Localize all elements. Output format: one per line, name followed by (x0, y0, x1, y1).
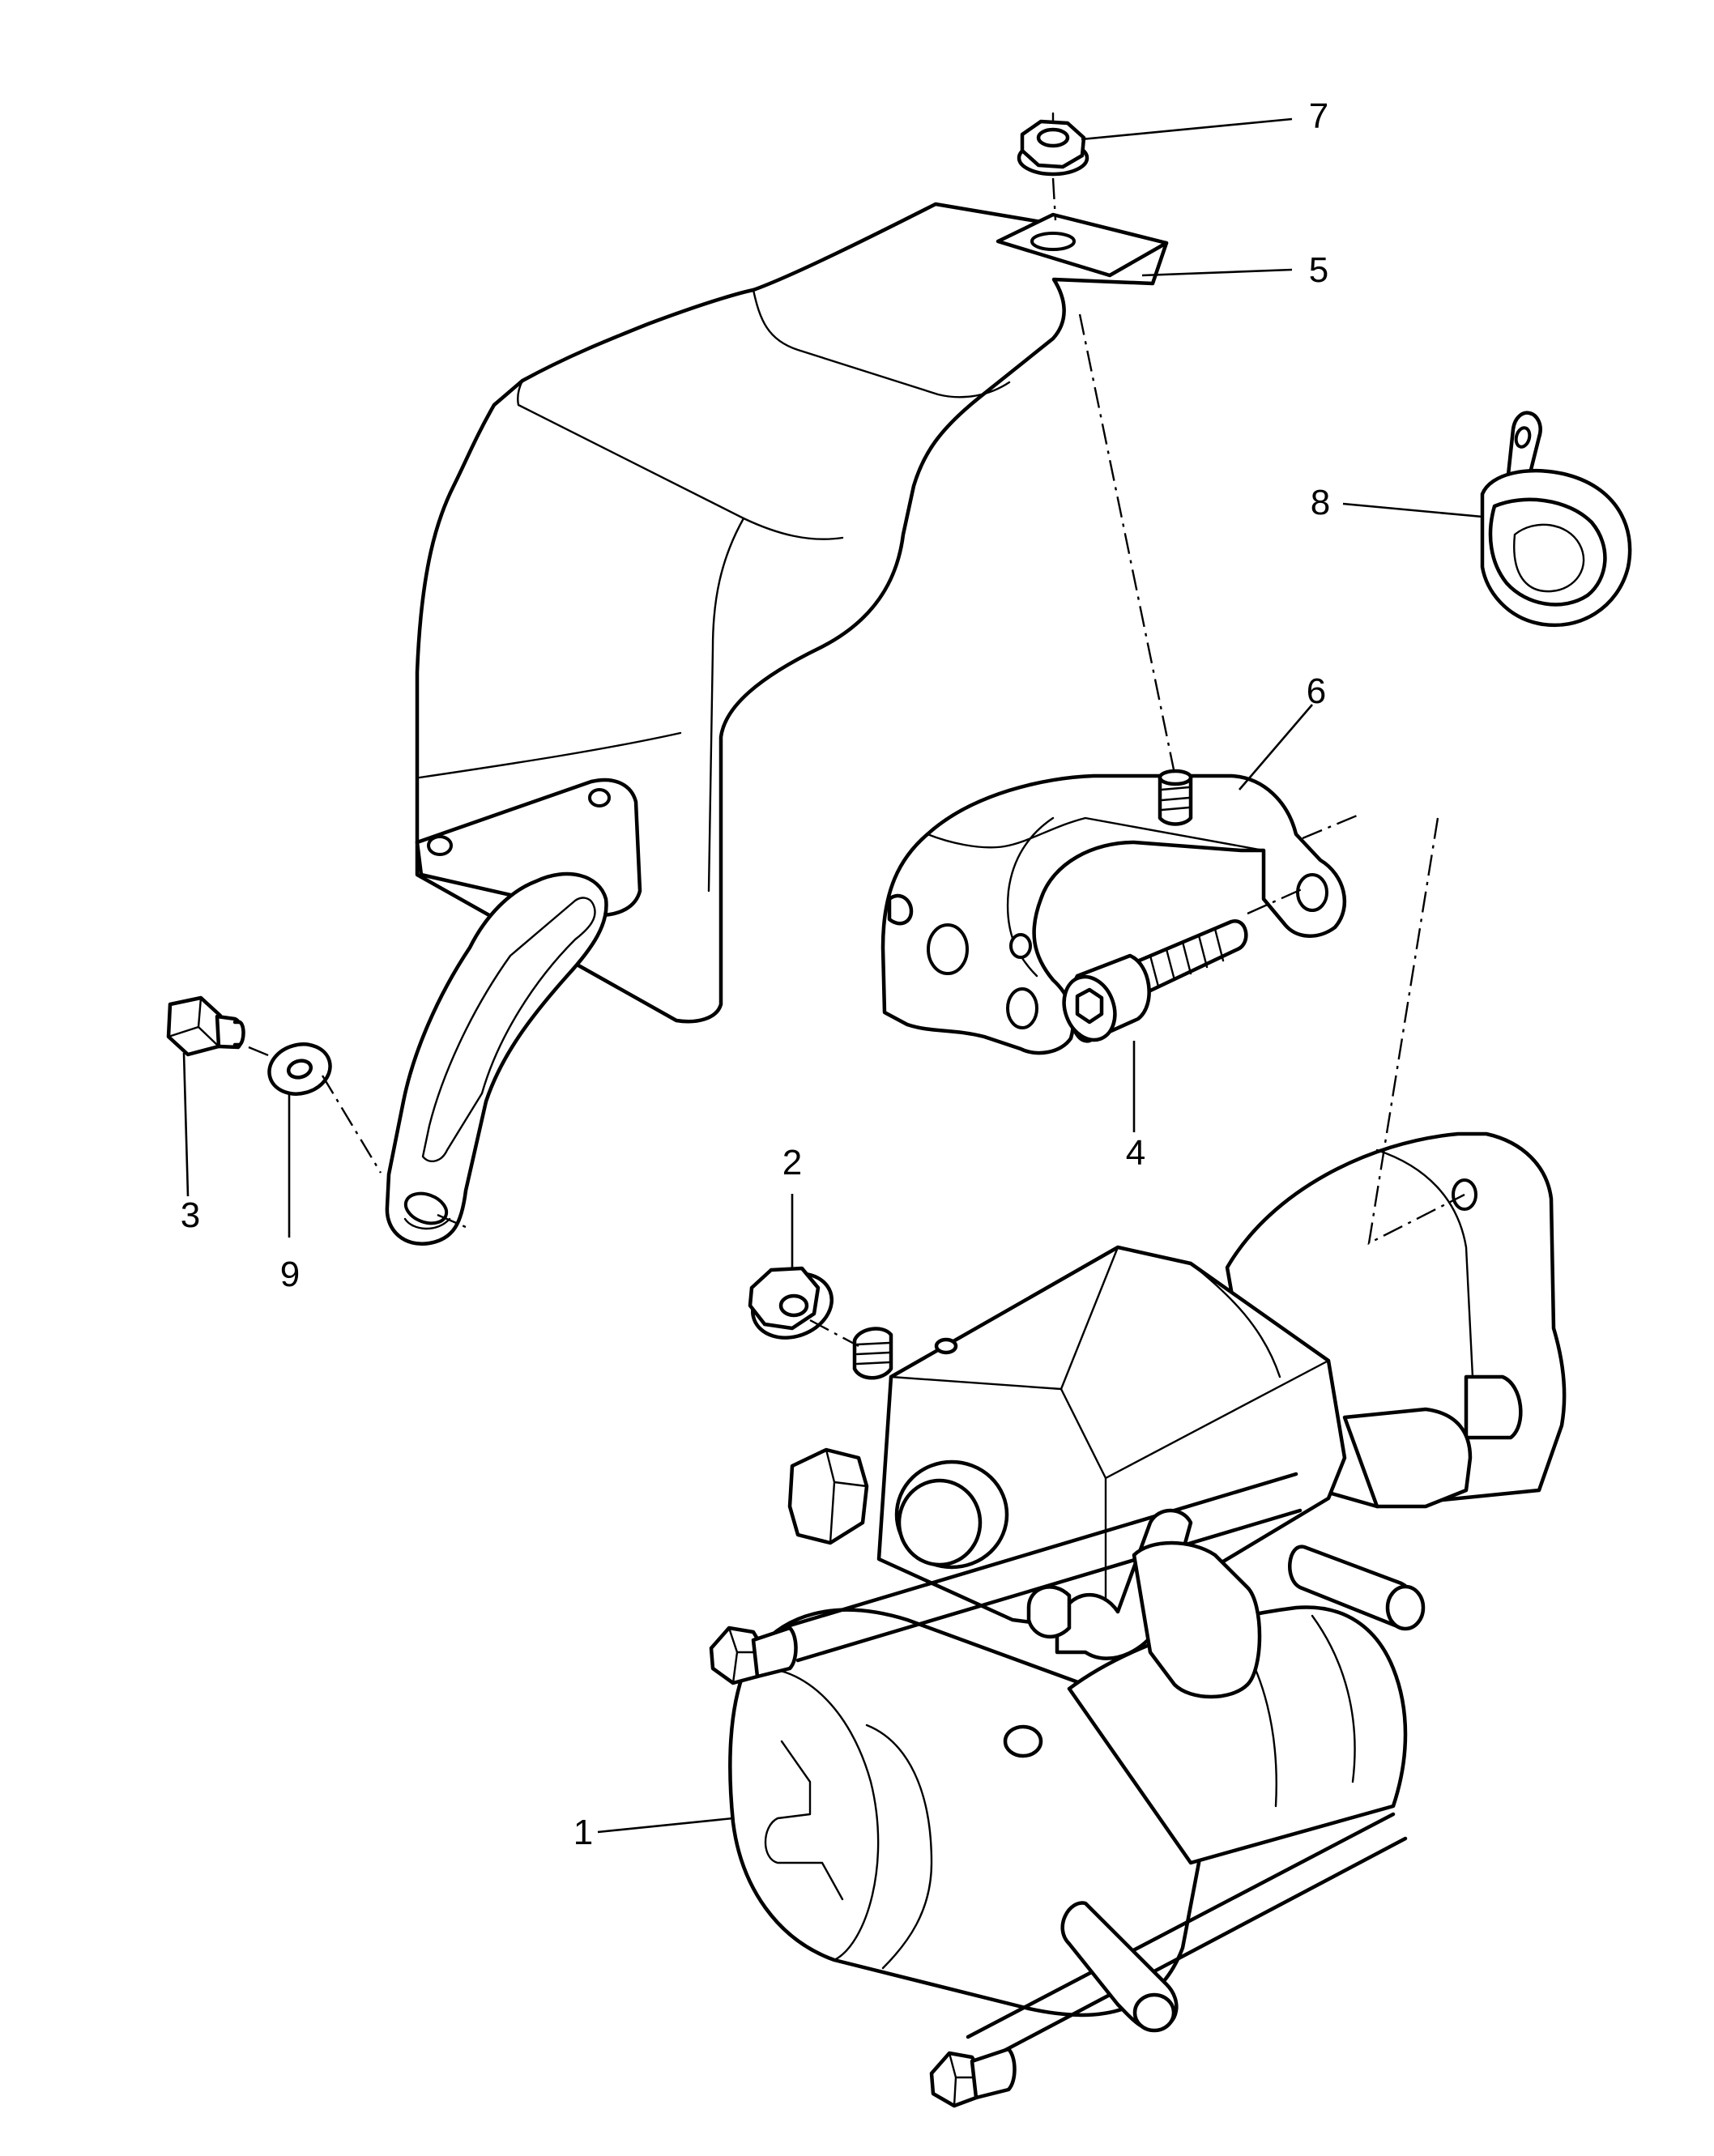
callout-labels: 1 2 3 4 5 6 7 8 9 (181, 96, 1330, 1852)
callout-7: 7 (1309, 96, 1328, 136)
bracket-hole-left (927, 923, 969, 975)
p-clip-8 (1480, 411, 1632, 628)
bracket-hole-bottom (1006, 987, 1038, 1029)
leader-lines (182, 117, 1483, 1834)
leader-5 (1141, 268, 1293, 277)
bracket-hole-small (1009, 933, 1032, 959)
assembly-centerlines (248, 177, 1465, 1348)
starter-motor-1 (709, 1131, 1567, 2108)
shield-bolt-hole-left (427, 835, 453, 856)
callout-5: 5 (1309, 250, 1328, 290)
leader-7 (1081, 117, 1293, 141)
callout-1: 1 (573, 1813, 593, 1852)
leader-6 (1239, 704, 1313, 790)
socket-bolt-4 (1062, 919, 1248, 1043)
callout-8: 8 (1311, 483, 1330, 522)
callout-2: 2 (782, 1143, 802, 1182)
plate-5-hole (1030, 232, 1076, 251)
callout-3: 3 (181, 1195, 200, 1235)
bolt-hex-3 (166, 995, 245, 1057)
flange-nut-2 (748, 1266, 834, 1340)
leader-1 (597, 1817, 734, 1834)
washer-9 (267, 1042, 332, 1096)
callout-4: 4 (1126, 1133, 1145, 1173)
callout-6: 6 (1307, 671, 1326, 711)
leader-8 (1342, 502, 1483, 518)
plate-5 (996, 212, 1169, 278)
support-arm-slot-hole (403, 1191, 449, 1225)
support-arm (385, 871, 608, 1246)
p-clip-hole (1514, 426, 1532, 449)
flange-nut-7 (1017, 112, 1089, 177)
shield-bolt-hole-right (588, 788, 611, 807)
bracket-hole-top (1296, 873, 1328, 912)
bracket-6 (880, 769, 1347, 1055)
leader-3 (182, 1052, 190, 1197)
callout-9: 9 (280, 1255, 300, 1294)
